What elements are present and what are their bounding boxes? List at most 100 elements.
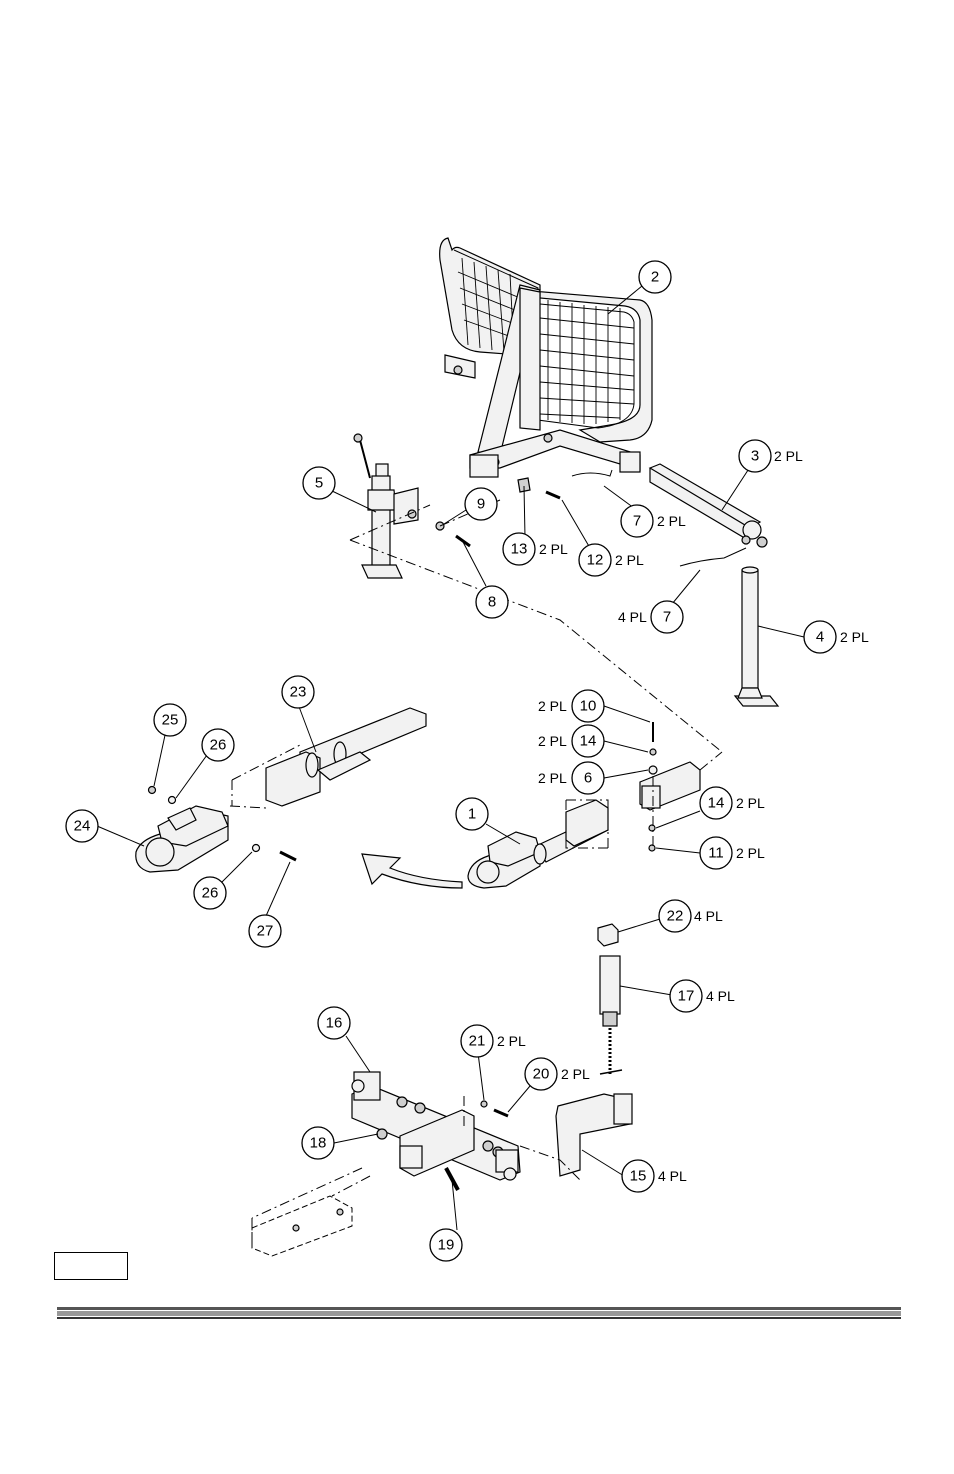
qty-11: 2 PL bbox=[736, 845, 765, 861]
hitch-pin-upper bbox=[571, 469, 613, 477]
callout-2: 2 bbox=[638, 260, 672, 294]
callout-5: 5 bbox=[302, 466, 336, 500]
callout-26-lower: 26 bbox=[193, 876, 227, 910]
svg-text:14: 14 bbox=[708, 795, 725, 812]
curved-arrow bbox=[361, 853, 463, 889]
svg-text:26: 26 bbox=[202, 885, 219, 902]
callout-23: 23 bbox=[281, 675, 315, 709]
washer-26-upper bbox=[167, 795, 177, 805]
qty-4: 2 PL bbox=[840, 629, 869, 645]
lockwasher-14-lower bbox=[648, 824, 656, 832]
callout-21: 21 bbox=[460, 1024, 494, 1058]
svg-text:4: 4 bbox=[816, 629, 824, 646]
callout-17: 17 bbox=[669, 979, 703, 1013]
washer-26-lower bbox=[251, 843, 261, 853]
qty-7-lower: 4 PL bbox=[618, 609, 647, 625]
callout-9: 9 bbox=[464, 487, 498, 521]
svg-text:3: 3 bbox=[751, 448, 759, 465]
svg-text:16: 16 bbox=[326, 1015, 343, 1032]
svg-text:21: 21 bbox=[469, 1033, 486, 1050]
callout-26-upper: 26 bbox=[201, 728, 235, 762]
assembly-line-mid bbox=[229, 744, 301, 809]
svg-text:27: 27 bbox=[257, 923, 274, 940]
svg-text:17: 17 bbox=[678, 988, 695, 1005]
callout-7-lower: 7 bbox=[650, 600, 684, 634]
svg-text:25: 25 bbox=[162, 712, 179, 729]
nut-18 bbox=[376, 1128, 388, 1140]
svg-text:12: 12 bbox=[587, 552, 604, 569]
svg-text:14: 14 bbox=[580, 733, 597, 750]
telescoping-post bbox=[599, 955, 623, 1076]
callout-10: 10 bbox=[571, 689, 605, 723]
callout-8: 8 bbox=[475, 585, 509, 619]
svg-text:26: 26 bbox=[210, 737, 227, 754]
svg-text:22: 22 bbox=[667, 908, 684, 925]
coupler bbox=[135, 805, 229, 873]
leader-lines bbox=[96, 285, 805, 1231]
page-number-box bbox=[54, 1252, 128, 1280]
svg-text:13: 13 bbox=[511, 541, 528, 558]
svg-text:20: 20 bbox=[533, 1066, 550, 1083]
bolt-19 bbox=[444, 1167, 460, 1191]
hitch-pin-lower bbox=[679, 547, 747, 567]
callout-11: 11 bbox=[699, 836, 733, 870]
support-leg bbox=[733, 566, 780, 707]
callout-3: 3 bbox=[738, 439, 772, 473]
cap-22 bbox=[597, 923, 619, 947]
svg-text:7: 7 bbox=[633, 513, 641, 530]
mesh-panel-frame bbox=[439, 237, 653, 478]
callout-15: 15 bbox=[621, 1159, 655, 1193]
svg-text:2: 2 bbox=[651, 269, 659, 286]
assembly-line-lower bbox=[251, 1096, 581, 1244]
svg-text:5: 5 bbox=[315, 475, 323, 492]
bolt-27 bbox=[279, 850, 297, 862]
qty-14-lower: 2 PL bbox=[736, 795, 765, 811]
svg-text:8: 8 bbox=[488, 594, 496, 611]
svg-text:15: 15 bbox=[630, 1168, 647, 1185]
tongue-assembly bbox=[467, 761, 701, 889]
nut-25 bbox=[147, 785, 157, 795]
tongue-tube bbox=[265, 707, 427, 807]
callout-14-lower: 14 bbox=[699, 786, 733, 820]
qty-6: 2 PL bbox=[538, 770, 567, 786]
tongue-jack bbox=[353, 433, 419, 579]
qty-21: 2 PL bbox=[497, 1033, 526, 1049]
nut-21 bbox=[480, 1100, 488, 1108]
corner-post-15 bbox=[555, 1093, 633, 1177]
qty-15: 4 PL bbox=[658, 1168, 687, 1184]
qty-13: 2 PL bbox=[539, 541, 568, 557]
nut-13 bbox=[517, 477, 531, 493]
qty-3: 2 PL bbox=[774, 448, 803, 464]
callout-25: 25 bbox=[153, 703, 187, 737]
rear-bumper bbox=[351, 1071, 521, 1181]
svg-text:10: 10 bbox=[580, 698, 597, 715]
spacer-6 bbox=[648, 765, 658, 775]
assembly-line-tongue bbox=[565, 751, 723, 849]
callout-16: 16 bbox=[317, 1006, 351, 1040]
footer-rule bbox=[57, 1307, 901, 1321]
callout-18: 18 bbox=[301, 1126, 335, 1160]
qty-17: 4 PL bbox=[706, 988, 735, 1004]
callout-20: 20 bbox=[524, 1057, 558, 1091]
lockwasher-14-upper bbox=[649, 748, 657, 756]
svg-text:18: 18 bbox=[310, 1135, 327, 1152]
callout-27: 27 bbox=[248, 914, 282, 948]
svg-text:1: 1 bbox=[468, 806, 476, 823]
callout-14-upper: 14 bbox=[571, 724, 605, 758]
svg-text:9: 9 bbox=[477, 496, 485, 513]
svg-text:23: 23 bbox=[290, 684, 307, 701]
svg-text:19: 19 bbox=[438, 1237, 455, 1254]
svg-text:11: 11 bbox=[708, 845, 724, 862]
callout-6: 6 bbox=[571, 761, 605, 795]
qty-7-upper: 2 PL bbox=[657, 513, 686, 529]
callout-1: 1 bbox=[455, 797, 489, 831]
callout-12: 12 bbox=[578, 543, 612, 577]
qty-10: 2 PL bbox=[538, 698, 567, 714]
callout-7-upper: 7 bbox=[620, 504, 654, 538]
svg-text:6: 6 bbox=[584, 770, 592, 787]
callout-22: 22 bbox=[658, 899, 692, 933]
tube-collar bbox=[742, 520, 762, 540]
callout-4: 4 bbox=[803, 620, 837, 654]
bolt-20 bbox=[493, 1108, 509, 1118]
